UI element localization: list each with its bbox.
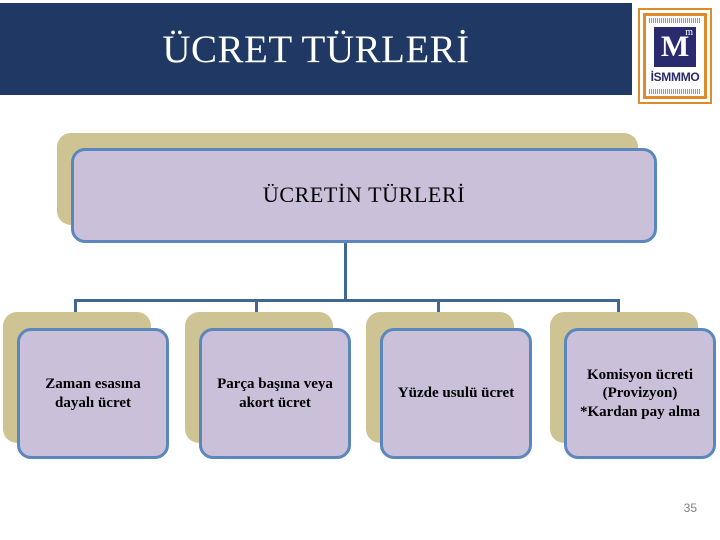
node-box[interactable]: Komisyon ücreti (Provizyon) *Kardan pay … xyxy=(564,328,716,459)
connector-root-vertical xyxy=(344,239,347,302)
node-label: Zaman esasına dayalı ücret xyxy=(45,376,141,411)
diagram-node-root[interactable]: ÜCRETİN TÜRLERİ xyxy=(57,133,657,243)
node-box[interactable]: ÜCRETİN TÜRLERİ xyxy=(71,148,657,243)
diagram-node-2[interactable]: Parça başına veya akort ücret xyxy=(185,312,351,460)
connector-drop-4 xyxy=(617,299,620,317)
node-label: Parça başına veya akort ücret xyxy=(217,376,333,411)
node-label: Yüzde usulü ücret xyxy=(397,385,515,402)
page-title: ÜCRET TÜRLERİ xyxy=(162,27,470,71)
logo-m-letter: M xyxy=(660,30,690,63)
node-box[interactable]: Yüzde usulü ücret xyxy=(380,328,532,459)
logo-frame: M m İSMMMO xyxy=(643,13,707,99)
node-label: Komisyon ücreti (Provizyon) *Kardan pay … xyxy=(579,367,700,420)
logo-m-superscript: m xyxy=(685,27,693,38)
connector-horizontal-bus xyxy=(74,299,620,302)
connector-drop-1 xyxy=(74,299,77,317)
node-box[interactable]: Parça başına veya akort ücret xyxy=(199,328,351,459)
page-number: 35 xyxy=(683,501,697,515)
logo-stripes-bottom-icon xyxy=(649,89,701,94)
diagram-node-4[interactable]: Komisyon ücreti (Provizyon) *Kardan pay … xyxy=(550,312,716,460)
connector-drop-2 xyxy=(255,299,258,317)
diagram-node-3[interactable]: Yüzde usulü ücret xyxy=(366,312,532,460)
node-box[interactable]: Zaman esasına dayalı ücret xyxy=(17,328,169,459)
slide-header-banner: ÜCRET TÜRLERİ xyxy=(0,3,632,95)
logo-m-mark-icon: M m xyxy=(654,27,696,67)
connector-drop-3 xyxy=(437,299,440,317)
ismmmo-logo: M m İSMMMO xyxy=(638,8,712,104)
logo-stripes-top-icon xyxy=(649,18,701,23)
node-label: ÜCRETİN TÜRLERİ xyxy=(262,182,466,208)
logo-organization-name: İSMMMO xyxy=(650,70,700,84)
diagram-node-1[interactable]: Zaman esasına dayalı ücret xyxy=(3,312,169,460)
